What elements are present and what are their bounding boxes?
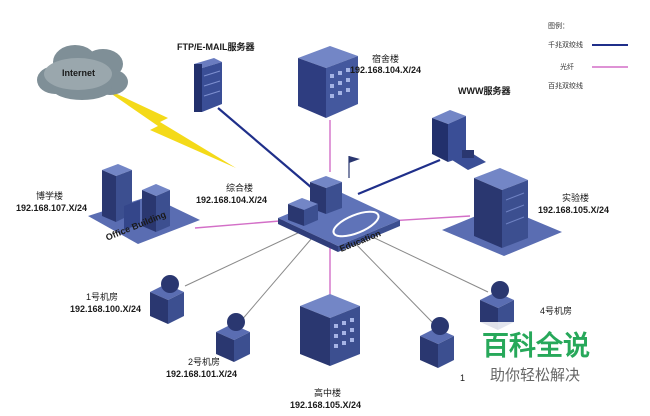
lab-name: 实验楼	[562, 192, 589, 203]
link-room3-hundred	[349, 237, 433, 323]
www-server-label: WWW服务器	[458, 85, 511, 96]
room1-user-icon	[150, 275, 184, 324]
ftp-server-icon	[194, 58, 222, 112]
room4-name: 4号机房	[540, 305, 572, 316]
boxue-ip: 192.168.107.X/24	[16, 203, 87, 213]
central-campus-icon	[278, 156, 400, 252]
link-www-gigabit	[357, 158, 441, 196]
ftp-server-label: FTP/E-MAIL服务器	[177, 41, 255, 52]
link-room4-hundred	[361, 231, 489, 293]
room1-ip: 192.168.100.X/24	[70, 304, 141, 314]
gaozhong-ip: 192.168.105.X/24	[290, 400, 361, 410]
gaozhong-building-icon	[300, 294, 360, 366]
link-boxue-fiber	[194, 219, 293, 229]
room2-user-icon	[216, 313, 250, 362]
watermark-backdrop	[470, 322, 620, 390]
lightning-bolt-icon	[100, 86, 236, 168]
dorm-name: 宿舍楼	[372, 53, 399, 64]
gaozhong-name: 高中楼	[314, 387, 341, 398]
dorm-building-icon	[298, 46, 358, 118]
zonghe-ip: 192.168.104.X/24	[196, 195, 267, 205]
legend-title: 图例：	[548, 21, 569, 30]
legend-gigabit-label: 千兆双绞线	[548, 40, 583, 49]
legend-hundred-label: 百兆双绞线	[548, 81, 583, 90]
boxue-building-icon	[88, 164, 200, 244]
internet-label: Internet	[62, 68, 95, 78]
links	[184, 107, 489, 323]
link-room2-hundred	[239, 237, 313, 323]
boxue-name: 博学楼	[36, 190, 63, 201]
internet-cloud-icon	[37, 45, 128, 100]
legend: 图例： 千兆双绞线 光纤 百兆双绞线	[548, 21, 628, 90]
watermark-brand: 百科全说	[482, 330, 590, 362]
legend-fiber-label: 光纤	[560, 62, 574, 71]
room2-name: 2号机房	[188, 356, 220, 367]
www-server-icon	[432, 110, 486, 170]
lab-building-icon	[442, 168, 562, 256]
watermark-slogan: 助你轻松解决	[490, 366, 580, 384]
room1-name: 1号机房	[86, 291, 118, 302]
dorm-ip: 192.168.104.X/24	[350, 65, 421, 75]
room2-ip: 192.168.101.X/24	[166, 369, 237, 379]
link-room1-hundred	[184, 231, 301, 287]
room3-name: 1	[460, 373, 465, 383]
lab-ip: 192.168.105.X/24	[538, 205, 609, 215]
room3-user-icon	[420, 317, 454, 368]
zonghe-name: 综合楼	[226, 182, 253, 193]
link-ftp-gigabit	[217, 107, 313, 189]
